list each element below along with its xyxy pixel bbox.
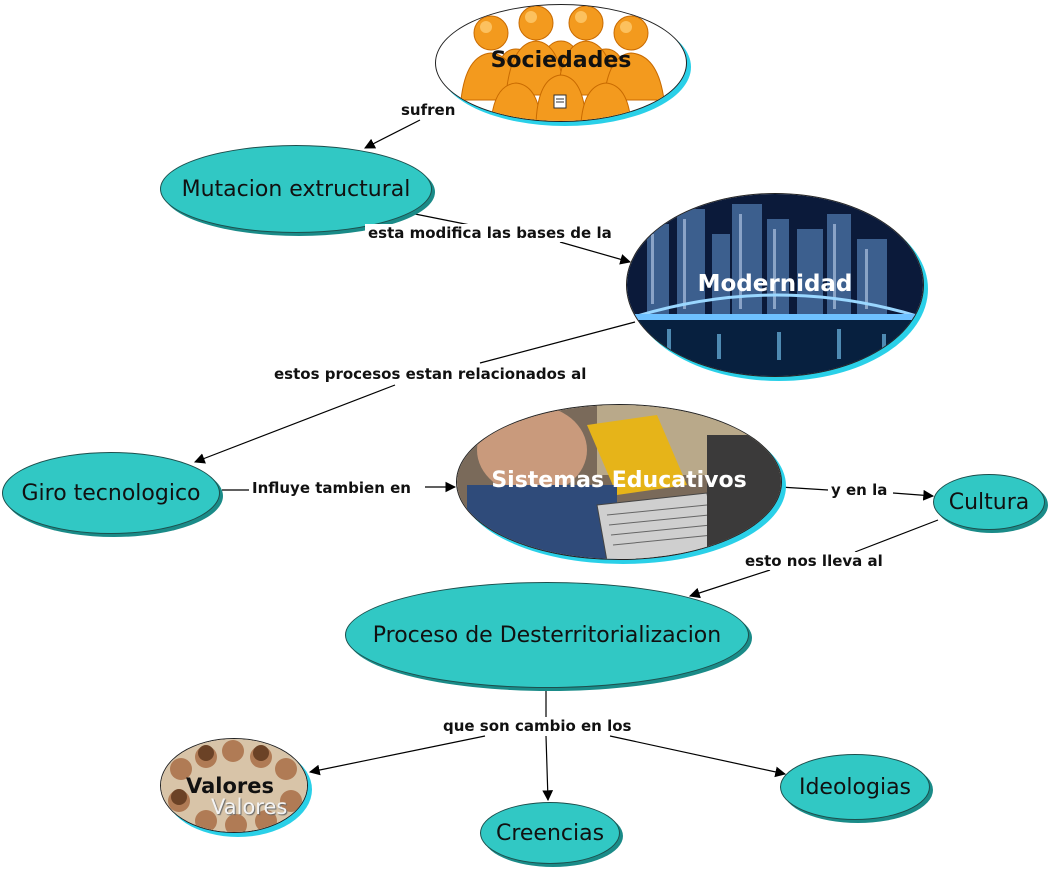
link-label-y-en-la: y en la (828, 481, 891, 499)
connector-to-ideologias (609, 735, 787, 778)
node-label: Proceso de Desterritorializacion (372, 622, 722, 648)
connector-to-cultura (892, 489, 935, 501)
people-group-illustration (460, 5, 665, 121)
node-label: Valores (186, 773, 274, 798)
connector-cultura-to-label (854, 519, 939, 553)
connector-to-proceso (688, 569, 771, 599)
node-valores[interactable]: Valores Valores (160, 738, 308, 833)
node-proceso-desterritorializacion[interactable]: Proceso de Desterritorializacion (345, 582, 749, 688)
valores-watermark: Valores (211, 795, 288, 819)
link-label-influye: Influye tambien en (249, 479, 414, 497)
link-label-esto-nos-lleva: esto nos lleva al (742, 552, 886, 570)
connector-to-giro (193, 384, 396, 464)
node-label: Sistemas Educativos (491, 467, 747, 493)
connector-to-modernidad (559, 241, 632, 265)
child-laptop-image (457, 405, 781, 559)
connector-sistemas-to-label (779, 486, 829, 491)
node-modernidad[interactable]: Modernidad (626, 193, 924, 377)
node-label: Sociedades (490, 47, 632, 73)
node-cultura[interactable]: Cultura (933, 474, 1045, 530)
connector-modernidad-to-label (479, 321, 636, 364)
node-sociedades[interactable]: Sociedades (435, 4, 687, 122)
link-label-esta-modifica: esta modifica las bases de la (365, 224, 615, 242)
link-label-estos-procesos: estos procesos estan relacionados al (271, 365, 590, 383)
link-label-que-son: que son cambio en los (440, 717, 635, 735)
node-sistemas-educativos[interactable]: Sistemas Educativos (456, 404, 782, 560)
node-label: Creencias (495, 820, 605, 846)
node-ideologias[interactable]: Ideologias (780, 754, 930, 820)
node-mutacion-extructural[interactable]: Mutacion extructural (160, 145, 432, 233)
node-label: Cultura (948, 489, 1030, 515)
node-label: Ideologias (798, 774, 912, 800)
node-creencias[interactable]: Creencias (480, 802, 620, 864)
faces-collage-image (161, 739, 307, 832)
node-label: Mutacion extructural (181, 176, 411, 202)
connector-sufren (364, 119, 421, 149)
connector-to-valores (308, 735, 486, 776)
node-label: Modernidad (697, 271, 853, 297)
connector-mutacion-to-label (409, 212, 471, 226)
city-night-image (627, 194, 923, 376)
node-giro-tecnologico[interactable]: Giro tecnologico (2, 452, 220, 534)
link-label-sufren: sufren (398, 101, 459, 119)
connector-to-creencias (542, 735, 554, 802)
node-label: Giro tecnologico (21, 480, 201, 506)
